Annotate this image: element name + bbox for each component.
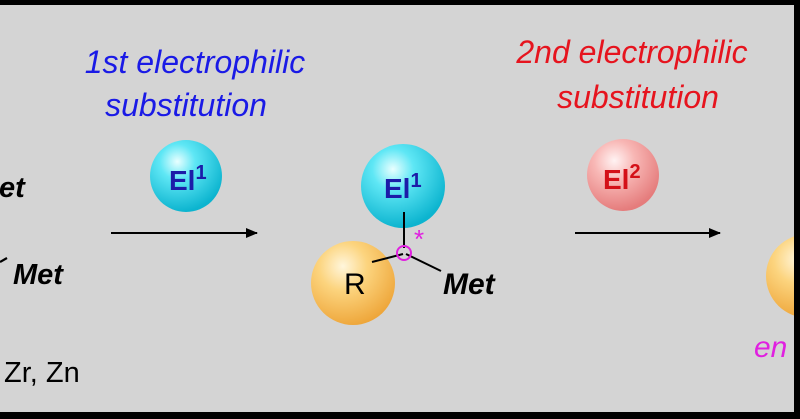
- step2-label-line1: 2nd electrophilic: [515, 34, 747, 70]
- el2-reagent-sup: 2: [629, 161, 640, 183]
- stereocenter-asterisk: *: [414, 224, 424, 254]
- frame-right: [794, 0, 800, 419]
- el1-reagent-label: El1: [169, 162, 207, 196]
- el1-substituent-symbol: El: [384, 173, 410, 204]
- step2-label-line2: substitution: [557, 79, 719, 115]
- r-group-label: R: [344, 268, 366, 301]
- met-top-text: et: [0, 172, 26, 204]
- metals-text: Zr, Zn: [4, 357, 80, 389]
- frame-top: [0, 0, 800, 5]
- met-mid-text: Met: [13, 259, 64, 291]
- el1-substituent-label: El1: [384, 170, 422, 204]
- step1-label-line1: 1st electrophilic: [85, 44, 306, 80]
- stereocenter-ring: [396, 245, 412, 261]
- right-partial-label: en: [754, 331, 787, 364]
- el2-reagent-symbol: El: [603, 164, 629, 195]
- product-r-sphere-partial: [766, 234, 800, 318]
- frame-bottom: [0, 412, 800, 419]
- el1-reagent-sup: 1: [195, 162, 206, 184]
- bond-center-met: [405, 253, 442, 272]
- step1-label-line2: substitution: [105, 87, 267, 123]
- el1-substituent-sphere: [361, 144, 445, 228]
- el1-reagent-sphere: [150, 140, 222, 212]
- bond-stub: [0, 257, 8, 263]
- el1-substituent-sup: 1: [410, 170, 421, 192]
- el1-reagent-symbol: El: [169, 165, 195, 196]
- el2-reagent-label: El2: [603, 161, 641, 195]
- met-label: Met: [443, 268, 497, 301]
- el2-reagent-sphere: [587, 139, 659, 211]
